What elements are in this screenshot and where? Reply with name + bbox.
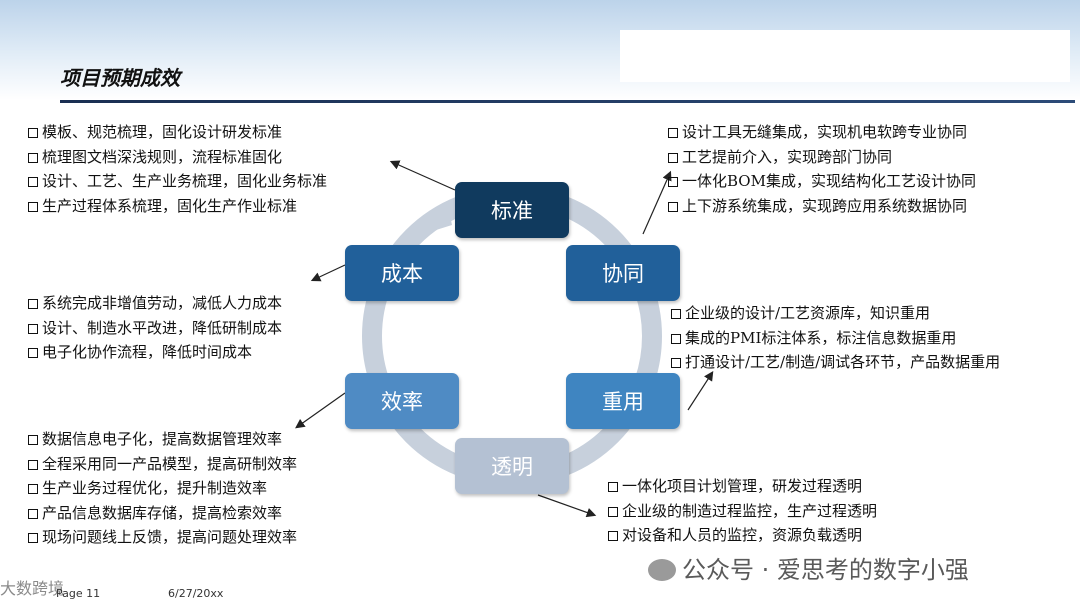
list-item: 生产过程体系梳理，固化生产作业标准 xyxy=(28,194,327,219)
checkbox-icon xyxy=(668,152,678,163)
arrow-reuse xyxy=(687,370,714,411)
arrow-efficiency xyxy=(295,392,346,429)
arrow-cost xyxy=(310,264,346,282)
checkbox-icon xyxy=(28,484,38,494)
list-efficiency: 数据信息电子化，提高数据管理效率 全程采用同一产品模型，提高研制效率 生产业务过… xyxy=(28,427,297,550)
list-item: 全程采用同一产品模型，提高研制效率 xyxy=(28,452,297,477)
checkbox-icon xyxy=(28,435,38,445)
checkbox-icon xyxy=(28,508,38,519)
checkbox-icon xyxy=(608,531,618,541)
node-collab: 协同 xyxy=(566,245,680,301)
list-item: 数据信息电子化，提高数据管理效率 xyxy=(28,427,297,452)
list-item: 设计、工艺、生产业务梳理，固化业务标准 xyxy=(28,169,327,194)
checkbox-icon xyxy=(668,177,678,187)
list-item: 企业级的设计/工艺资源库，知识重用 xyxy=(671,301,1000,326)
checkbox-icon xyxy=(28,299,38,309)
checkbox-icon xyxy=(671,333,681,344)
checkbox-icon xyxy=(28,323,38,334)
list-item: 生产业务过程优化，提升制造效率 xyxy=(28,476,297,501)
list-item: 梳理图文档深浅规则，流程标准固化 xyxy=(28,145,327,170)
list-item: 打通设计/工艺/制造/调试各环节，产品数据重用 xyxy=(671,350,1000,375)
checkbox-icon xyxy=(28,348,38,358)
footer-date: 6/27/20xx xyxy=(168,587,224,600)
list-item: 一体化BOM集成，实现结构化工艺设计协同 xyxy=(668,169,976,194)
list-item: 产品信息数据库存储，提高检索效率 xyxy=(28,501,297,526)
checkbox-icon xyxy=(671,309,681,319)
checkbox-icon xyxy=(28,177,38,187)
page-title: 项目预期成效 xyxy=(60,66,180,90)
ring-circle xyxy=(362,186,662,486)
checkbox-icon xyxy=(28,128,38,138)
checkbox-icon xyxy=(28,152,38,163)
account-watermark: 公众号 · 爱思考的数字小强 xyxy=(648,550,969,585)
list-item: 现场问题线上反馈，提高问题处理效率 xyxy=(28,525,297,550)
checkbox-icon xyxy=(608,506,618,517)
list-item: 电子化协作流程，降低时间成本 xyxy=(28,340,282,365)
list-item: 对设备和人员的监控，资源负载透明 xyxy=(608,523,877,548)
node-reuse: 重用 xyxy=(566,373,680,429)
list-standard: 模板、规范梳理，固化设计研发标准 梳理图文档深浅规则，流程标准固化 设计、工艺、… xyxy=(28,120,327,218)
list-cost: 系统完成非增值劳动，减低人力成本 设计、制造水平改进，降低研制成本 电子化协作流… xyxy=(28,291,282,365)
title-divider xyxy=(60,100,1075,103)
list-item: 工艺提前介入，实现跨部门协同 xyxy=(668,145,976,170)
ring-arrowhead xyxy=(420,205,452,235)
logo-watermark: 大数跨境 xyxy=(0,579,65,598)
list-item: 集成的PMI标注体系，标注信息数据重用 xyxy=(671,326,1000,351)
list-item: 系统完成非增值劳动，减低人力成本 xyxy=(28,291,282,316)
checkbox-icon xyxy=(28,201,38,212)
list-reuse: 企业级的设计/工艺资源库，知识重用 集成的PMI标注体系，标注信息数据重用 打通… xyxy=(671,301,1000,375)
node-transparency: 透明 xyxy=(455,438,569,494)
list-item: 设计工具无缝集成，实现机电软跨专业协同 xyxy=(668,120,976,145)
arrow-standard xyxy=(389,160,456,191)
list-item: 企业级的制造过程监控，生产过程透明 xyxy=(608,499,877,524)
checkbox-icon xyxy=(28,533,38,543)
list-transparency: 一体化项目计划管理，研发过程透明 企业级的制造过程监控，生产过程透明 对设备和人… xyxy=(608,474,877,548)
checkbox-icon xyxy=(608,482,618,492)
checkbox-icon xyxy=(668,201,678,212)
node-cost: 成本 xyxy=(345,245,459,301)
arrow-collab xyxy=(642,170,672,235)
checkbox-icon xyxy=(668,128,678,138)
checkbox-icon xyxy=(671,358,681,368)
checkbox-icon xyxy=(28,459,38,470)
arrow-transparency xyxy=(537,494,597,518)
list-item: 模板、规范梳理，固化设计研发标准 xyxy=(28,120,327,145)
node-standard: 标准 xyxy=(455,182,569,238)
list-item: 上下游系统集成，实现跨应用系统数据协同 xyxy=(668,194,976,219)
page-number: Page 11 xyxy=(56,587,101,600)
wechat-icon xyxy=(648,559,676,581)
list-item: 一体化项目计划管理，研发过程透明 xyxy=(608,474,877,499)
list-collab: 设计工具无缝集成，实现机电软跨专业协同 工艺提前介入，实现跨部门协同 一体化BO… xyxy=(668,120,976,218)
list-item: 设计、制造水平改进，降低研制成本 xyxy=(28,316,282,341)
node-efficiency: 效率 xyxy=(345,373,459,429)
header-blank-box xyxy=(620,30,1070,82)
